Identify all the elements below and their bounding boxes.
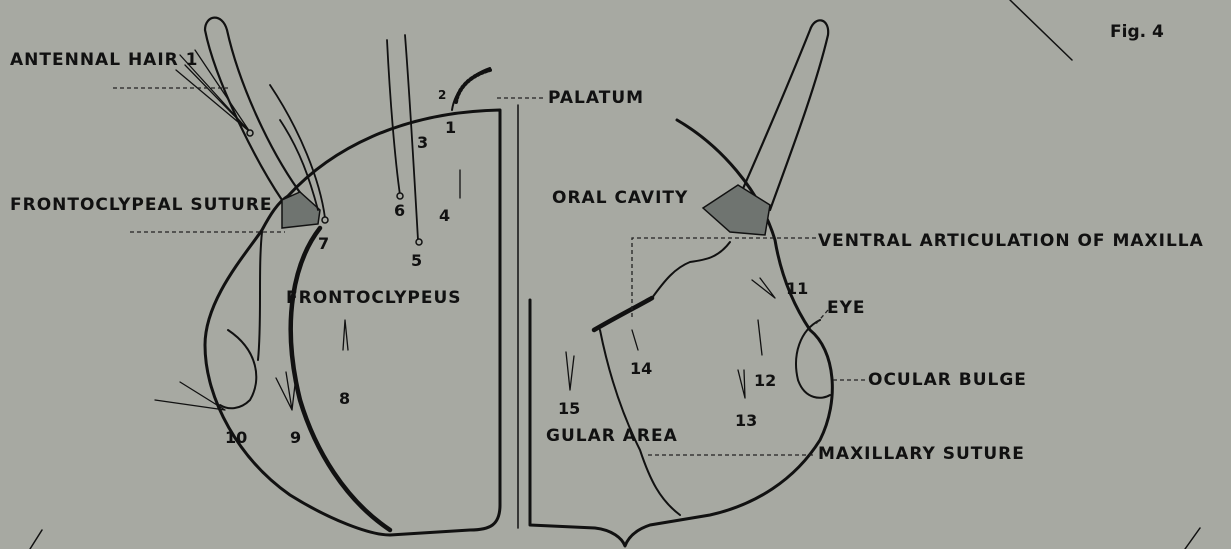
label-ventral-articulation-of-maxilla: VENTRAL ARTICULATION OF MAXILLA — [818, 231, 1204, 252]
seta-number-10: 10 — [225, 427, 247, 448]
seta-socket — [397, 193, 403, 199]
hypostomal-margin — [652, 242, 730, 298]
seta-14 — [632, 330, 638, 350]
seta-8 — [343, 320, 348, 350]
antenna-base-right — [703, 185, 770, 235]
label-antennal-hair-1: ANTENNAL HAIR 1 — [10, 50, 199, 71]
seta-13 — [738, 370, 745, 398]
seta-number-7: 7 — [318, 233, 329, 254]
gena-line-left — [258, 232, 262, 360]
label-palatum: PALATUM — [548, 88, 644, 109]
label-ocular-bulge: OCULAR BULGE — [868, 370, 1027, 391]
seta-11 — [752, 278, 775, 298]
seta-15 — [566, 352, 574, 390]
seta-socket — [247, 130, 253, 136]
seta-number-11: 11 — [786, 278, 808, 299]
seta-number-13: 13 — [735, 410, 757, 431]
label-frontoclypeus: FRONTOCLYPEUS — [286, 288, 462, 309]
corner-stroke — [1185, 528, 1200, 549]
label-maxillary-suture: MAXILLARY SUTURE — [818, 444, 1025, 465]
label-oral-cavity: ORAL CAVITY — [552, 185, 688, 212]
seta-number-12: 12 — [754, 370, 776, 391]
seta-number-15: 15 — [558, 398, 580, 419]
dorsal-view — [155, 18, 500, 535]
seta-number-9: 9 — [290, 427, 301, 448]
seta-6 — [387, 40, 400, 195]
seta-number-8: 8 — [339, 388, 350, 409]
frontoclypeal-suture-line — [291, 228, 390, 530]
seta-number-6: 6 — [394, 200, 405, 221]
figure-number: Fig. 4 — [1110, 22, 1164, 43]
antenna-left — [205, 18, 304, 200]
label-frontoclypeal-suture: FRONTOCLYPEAL SUTURE — [10, 195, 273, 216]
seta-number-3: 3 — [417, 132, 428, 153]
leader-lines — [113, 88, 866, 455]
dorsal-head-outline — [205, 110, 500, 535]
label-gular-area: GULAR AREA — [546, 426, 678, 447]
seta-socket — [416, 239, 422, 245]
palatum-left — [452, 68, 490, 110]
gular-ridge — [594, 298, 652, 330]
seta-number-1: 1 — [445, 117, 456, 138]
seta-number-2: 2 — [438, 85, 446, 106]
seta-number-14: 14 — [630, 358, 652, 379]
ventral-head-outline — [530, 120, 832, 546]
ocular-bulge-left — [220, 330, 256, 408]
seta-number-5: 5 — [411, 250, 422, 271]
antenna-right — [738, 20, 828, 210]
corner-stroke — [1010, 0, 1072, 60]
seta-socket — [322, 217, 328, 223]
seta-number-4: 4 — [439, 205, 450, 226]
seta-12 — [758, 320, 762, 355]
palatum-left-hatch — [456, 70, 490, 102]
label-eye: EYE — [827, 298, 866, 319]
corner-stroke — [30, 530, 42, 549]
